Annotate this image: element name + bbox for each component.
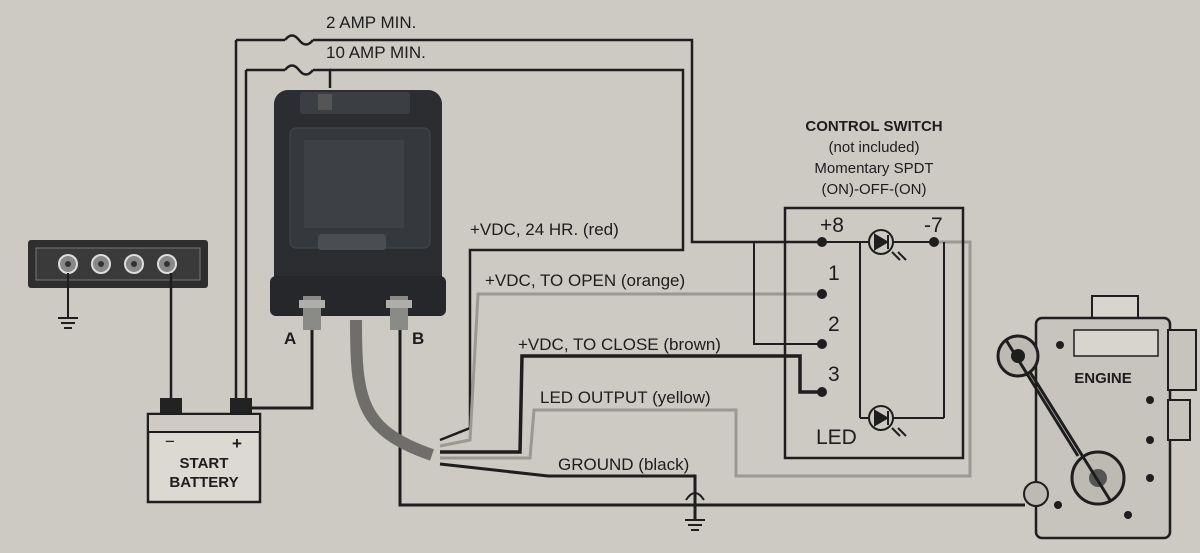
- terminal-2-label: 2: [828, 313, 840, 336]
- relay-stud-b: [386, 296, 412, 330]
- relay-stud-a: [299, 296, 325, 330]
- wire-label-yellow: LED OUTPUT (yellow): [540, 388, 711, 407]
- control-switch-type: Momentary SPDT: [814, 160, 933, 177]
- led-bottom-symbol: [868, 405, 907, 437]
- fuse-2a-label: 2 AMP MIN.: [326, 13, 416, 32]
- bus-ground-symbol: [58, 273, 78, 329]
- wire-yellow: [440, 240, 972, 478]
- switch-internal-wiring: [753, 241, 945, 419]
- switch-terminals: [817, 237, 939, 397]
- stud-a-label: A: [284, 329, 296, 348]
- led-label: LED: [816, 426, 857, 449]
- wire-label-orange: +VDC, TO OPEN (orange): [485, 271, 685, 290]
- battery-pos-symbol: +: [232, 434, 242, 453]
- wire-orange: [439, 292, 822, 448]
- fuse-10a-label: 10 AMP MIN.: [326, 43, 426, 62]
- wire-harness-bundle: [350, 319, 434, 461]
- battery-label-line1: START: [180, 455, 229, 472]
- engine-label: ENGINE: [1074, 370, 1132, 387]
- ground-symbol: [685, 492, 705, 531]
- wire-label-brown: +VDC, TO CLOSE (brown): [518, 335, 721, 354]
- bus-bar: [28, 240, 208, 288]
- cable-stud-b: [398, 330, 1025, 507]
- cable-stud-a: [252, 330, 314, 410]
- control-switch-box: [783, 206, 965, 460]
- battery-label-line2: BATTERY: [169, 474, 238, 491]
- fuse-10a: [246, 64, 685, 442]
- wire-brown: [440, 354, 822, 454]
- wire-label-red: +VDC, 24 HR. (red): [470, 220, 619, 239]
- led-top-symbol: [868, 229, 907, 261]
- stud-b-label: B: [412, 329, 424, 348]
- terminal-1-label: 1: [828, 262, 840, 285]
- battery-bus-wires: [169, 40, 248, 398]
- remote-battery-switch: [270, 90, 446, 316]
- engine-illustration: [996, 295, 1197, 540]
- control-switch-mode: (ON)-OFF-(ON): [822, 181, 927, 198]
- terminal-plus8-label: +8: [820, 214, 844, 237]
- terminal-3-label: 3: [828, 363, 840, 386]
- wire-ground: [439, 462, 697, 520]
- control-switch-note: (not included): [829, 139, 920, 156]
- terminal-minus7-label: -7: [924, 214, 943, 237]
- battery-neg-symbol: −: [165, 432, 175, 451]
- start-battery: [146, 398, 262, 504]
- control-switch-title: CONTROL SWITCH: [805, 118, 942, 135]
- wire-label-black: GROUND (black): [558, 455, 689, 474]
